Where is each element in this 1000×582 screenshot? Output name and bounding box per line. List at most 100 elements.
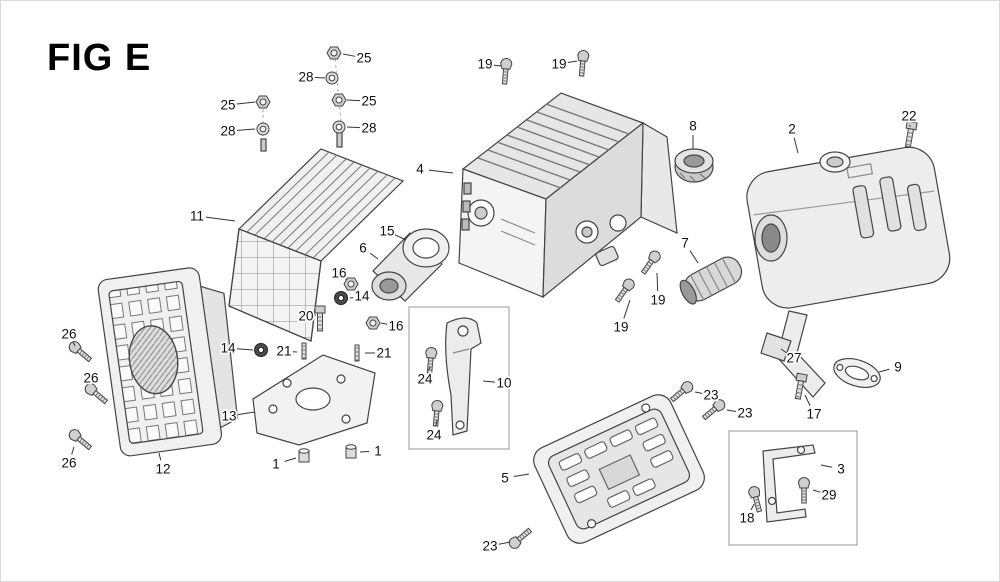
washer-hardware: [332, 120, 346, 134]
leader-line-19: [567, 60, 578, 64]
callout-19: 19: [650, 293, 665, 308]
screw-hardware: [577, 50, 590, 77]
screw-hardware: [84, 383, 109, 405]
callout-19: 19: [551, 57, 566, 72]
callout-29: 29: [821, 488, 836, 503]
leader-line-2: [793, 137, 799, 154]
leader-line-25: [236, 101, 256, 105]
callout-5: 5: [501, 471, 509, 486]
detail-box-bracket-10: [408, 306, 510, 450]
callout-13: 13: [221, 409, 236, 424]
callout-26: 26: [61, 456, 76, 471]
callout-14: 14: [354, 289, 370, 304]
callout-19: 19: [477, 57, 492, 72]
leader-line-25: [342, 53, 356, 57]
leader-line-27: [780, 348, 787, 354]
leader-line-28: [236, 128, 256, 131]
callout-4: 4: [416, 162, 424, 177]
part-gasket: [833, 357, 881, 389]
leader-line-1: [284, 457, 297, 462]
part-grommet: [674, 148, 714, 183]
callout-23: 23: [737, 406, 752, 421]
screw-hardware: [701, 399, 726, 421]
leader-line-14: [236, 348, 254, 351]
hardware-layer: [68, 46, 918, 549]
leader-line-28: [346, 126, 361, 129]
callout-24: 24: [426, 428, 442, 443]
leader-line-9: [878, 368, 890, 373]
callout-8: 8: [689, 119, 697, 134]
assembly-axis-lines: [262, 46, 343, 141]
callout-11: 11: [190, 209, 204, 224]
part-shroud-block: [97, 267, 239, 457]
screw-hardware: [669, 381, 694, 403]
leader-line-17: [804, 394, 811, 407]
callout-24: 24: [417, 372, 433, 387]
leader-line-26: [72, 341, 76, 347]
part-bracket-3: [762, 444, 816, 523]
leader-line-6: [369, 252, 379, 260]
callout-25: 25: [220, 98, 235, 113]
callout-16: 16: [331, 266, 346, 281]
leader-line-15: [394, 234, 407, 241]
callout-28: 28: [361, 121, 376, 136]
nut-hardware: [343, 277, 359, 291]
callout-25: 25: [356, 51, 371, 66]
callout-22: 22: [901, 109, 916, 124]
leader-line-18: [750, 503, 755, 511]
leader-line-19: [623, 299, 631, 319]
leader-line-12: [158, 452, 162, 461]
callout-9: 9: [894, 360, 902, 375]
callout-3: 3: [837, 462, 845, 477]
part-heat-shield: [533, 394, 705, 544]
leader-line-23: [498, 541, 511, 545]
stud-hardware: [354, 344, 360, 362]
detail-box-bracket-3: [728, 430, 858, 546]
part-bracket-10: [445, 317, 482, 436]
callout-21: 21: [376, 346, 391, 361]
leader-line-1: [359, 451, 370, 453]
callout-6: 6: [359, 241, 367, 256]
screw-hardware: [68, 429, 93, 451]
part-muffler: [746, 146, 951, 309]
part-muffler-stay: [760, 310, 826, 398]
bolt-hardware: [794, 372, 808, 400]
washer-dark-hardware: [334, 291, 348, 305]
leader-line-11: [205, 216, 236, 222]
callout-19: 19: [613, 320, 628, 335]
screw-hardware: [500, 58, 513, 85]
washer-hardware: [256, 122, 270, 136]
nut-hardware: [326, 46, 342, 60]
callout-20: 20: [298, 309, 313, 324]
leader-line-16: [380, 322, 388, 325]
callout-27: 27: [786, 351, 801, 366]
screw-hardware: [614, 278, 635, 303]
callout-18: 18: [739, 511, 754, 526]
leader-line-19: [493, 64, 502, 67]
callout-23: 23: [482, 539, 497, 554]
callout-14: 14: [220, 341, 236, 356]
part-base-plate: [252, 354, 376, 446]
callout-26: 26: [61, 327, 76, 342]
callout-28: 28: [220, 124, 235, 139]
callout-26: 26: [83, 371, 98, 386]
collar-hardware: [345, 444, 357, 459]
leader-line-5: [513, 473, 530, 478]
nut-hardware: [365, 316, 381, 330]
leader-lines: [71, 53, 911, 545]
washer-dark-hardware: [254, 343, 268, 357]
screw-hardware: [68, 341, 93, 363]
callout-12: 12: [155, 462, 170, 477]
callout-23: 23: [703, 388, 718, 403]
leader-line-24: [428, 366, 431, 371]
part-air-cleaner-element: [228, 130, 405, 342]
bolt-hardware: [904, 120, 918, 148]
figure-title: FIG E: [47, 37, 152, 79]
callout-28: 28: [298, 70, 313, 85]
leader-line-23: [726, 409, 737, 413]
screw-hardware: [748, 486, 763, 513]
bolt-hardware: [314, 305, 326, 332]
callout-16: 16: [388, 319, 403, 334]
leader-line-10: [482, 380, 496, 383]
